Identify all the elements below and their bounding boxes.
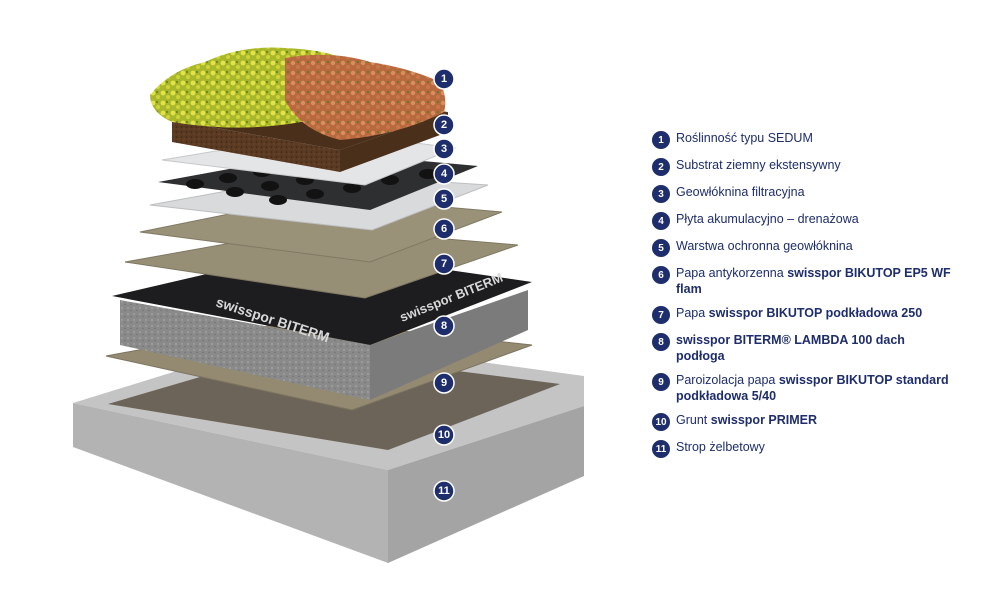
legend-number-badge: 10 — [652, 413, 670, 431]
marker-9: 9 — [433, 372, 455, 394]
marker-6: 6 — [433, 218, 455, 240]
marker-6-label: 6 — [441, 223, 447, 235]
marker-1-label: 1 — [441, 73, 447, 85]
legend-label: Papa swisspor BIKUTOP podkładowa 250 — [676, 306, 923, 320]
marker-7: 7 — [433, 253, 455, 275]
legend-item: 2 Substrat ziemny ekstensywny — [652, 157, 952, 176]
marker-8-label: 8 — [441, 320, 447, 332]
layer-8-insulation-board: swisspor BITERM swisspor BITERM — [112, 250, 532, 400]
legend-item: 8 swisspor BITERM® LAMBDA 100 dach podłog… — [652, 332, 952, 364]
legend-number-badge: 6 — [652, 266, 670, 284]
layer-1-sedum-vegetation — [150, 47, 446, 140]
legend-number-badge: 8 — [652, 333, 670, 351]
layer-legend: 1 Roślinność typu SEDUM 2 Substrat ziemny … — [652, 130, 952, 466]
marker-1: 1 — [433, 68, 455, 90]
legend-label: Substrat ziemny ekstensywny — [676, 158, 841, 172]
legend-number-badge: 3 — [652, 185, 670, 203]
legend-item: 3 Geowłóknina filtracyjna — [652, 184, 952, 203]
legend-number-badge: 7 — [652, 306, 670, 324]
marker-2-label: 2 — [441, 119, 447, 131]
marker-4-label: 4 — [441, 168, 448, 180]
marker-10: 10 — [433, 424, 455, 446]
marker-11-label: 11 — [438, 485, 450, 497]
legend-item: 10 Grunt swisspor PRIMER — [652, 412, 952, 431]
legend-number-badge: 4 — [652, 212, 670, 230]
marker-10-label: 10 — [438, 429, 450, 441]
legend-label: Płyta akumulacyjno – drenażowa — [676, 212, 859, 226]
legend-number-badge: 1 — [652, 131, 670, 149]
marker-5-label: 5 — [441, 193, 447, 205]
marker-5: 5 — [433, 188, 455, 210]
marker-7-label: 7 — [441, 258, 447, 270]
marker-3: 3 — [433, 138, 455, 160]
marker-8: 8 — [433, 315, 455, 337]
marker-3-label: 3 — [441, 143, 447, 155]
marker-11: 11 — [433, 480, 455, 502]
legend-item: 1 Roślinność typu SEDUM — [652, 130, 952, 149]
legend-label: Warstwa ochronna geowłóknina — [676, 239, 853, 253]
legend-item: 4 Płyta akumulacyjno – drenażowa — [652, 211, 952, 230]
legend-label: Geowłóknina filtracyjna — [676, 185, 805, 199]
legend-item: 7 Papa swisspor BIKUTOP podkładowa 250 — [652, 305, 952, 324]
legend-number-badge: 2 — [652, 158, 670, 176]
marker-4: 4 — [433, 163, 455, 185]
legend-label: Papa antykorzenna swisspor BIKUTOP EP5 W… — [676, 266, 951, 296]
legend-number-badge: 11 — [652, 440, 670, 458]
marker-9-label: 9 — [441, 377, 447, 389]
legend-item: 11 Strop żelbetowy — [652, 439, 952, 458]
legend-item: 9 Paroizolacja papa swisspor BIKUTOP stan… — [652, 372, 952, 404]
legend-number-badge: 5 — [652, 239, 670, 257]
legend-label: Grunt swisspor PRIMER — [676, 413, 818, 427]
legend-number-badge: 9 — [652, 373, 670, 391]
green-roof-layer-diagram: swisspor BITERM swisspor BITERM 1 2 — [73, 47, 584, 563]
legend-label: Paroizolacja papa swisspor BIKUTOP stand… — [676, 373, 949, 403]
legend-item: 6 Papa antykorzenna swisspor BIKUTOP EP5 … — [652, 265, 952, 297]
marker-2: 2 — [433, 114, 455, 136]
legend-label: swisspor BITERM® LAMBDA 100 dach podłoga — [676, 333, 905, 363]
legend-item: 5 Warstwa ochronna geowłóknina — [652, 238, 952, 257]
legend-label: Strop żelbetowy — [676, 440, 765, 454]
legend-label: Roślinność typu SEDUM — [676, 131, 813, 145]
